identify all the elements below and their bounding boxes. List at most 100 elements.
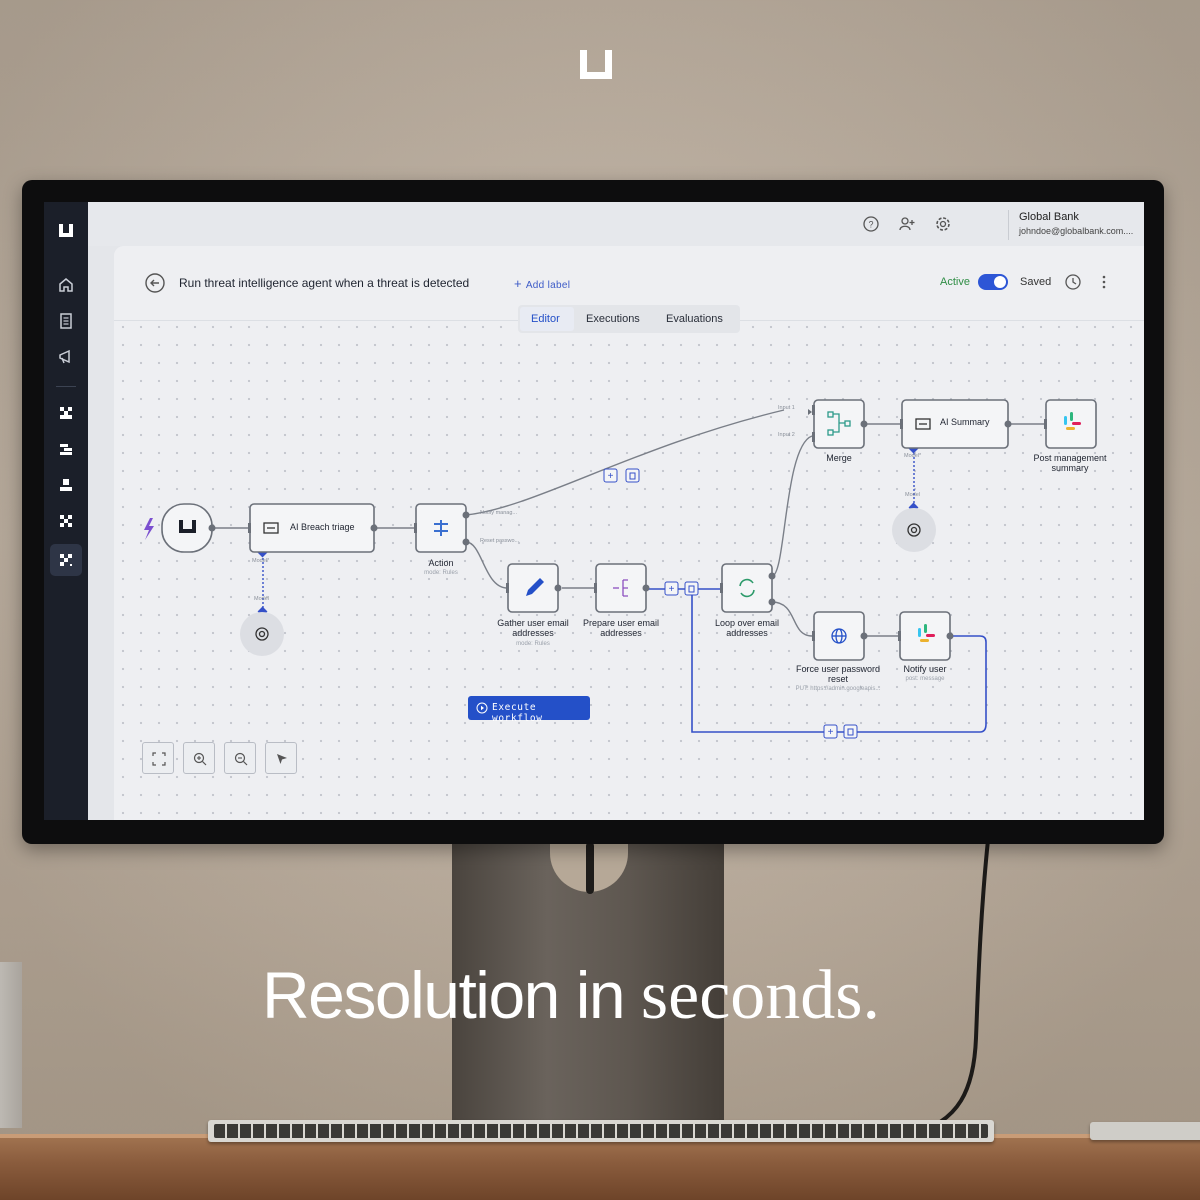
headline-sans: Resolution in [262,958,626,1032]
trackpad [1090,1122,1200,1140]
add-label-text: Add label [525,280,571,291]
model-label-1: Model* [252,558,270,564]
openai-icon [255,627,269,641]
zoom-out-button[interactable] [224,742,256,774]
steps-icon[interactable] [57,440,75,458]
svg-text:+: + [828,727,834,738]
app-logo-icon[interactable] [57,222,75,240]
slack-icon [918,624,935,642]
action-sub: mode: Rules [424,570,458,576]
add-label-button[interactable]: + Add label [514,276,570,291]
svg-text:?: ? [868,220,873,230]
notify-user-node[interactable] [899,611,951,661]
saved-status: Saved [1020,276,1052,288]
power-cable [909,839,990,1136]
account-email: johndoe@globalbank.com.... [1019,226,1134,236]
cursor-icon [277,754,287,764]
post-summary-node[interactable] [1045,399,1097,449]
side-object [0,962,22,1128]
merge-icon [827,411,851,436]
post-summary-label: Post management summary [1033,453,1107,473]
loop-icon [739,578,755,598]
monitor-cable [586,842,594,894]
workflow-title[interactable]: Run threat intelligence agent when a thr… [179,276,470,290]
active-tab-highlight [520,307,574,331]
gear-icon[interactable] [934,215,952,233]
fullscreen-icon [152,752,166,766]
model-node-2[interactable] [892,508,936,552]
switch-icon [434,520,448,536]
trigger-node[interactable] [161,503,213,553]
zoom-out-icon [234,752,248,766]
trigger-bolt-icon [144,518,154,540]
keyboard [208,1120,994,1142]
expand-icon[interactable] [57,512,75,530]
model-label-2: Model [254,596,269,602]
pixel-grid-icon[interactable] [57,404,75,422]
ai-breach-triage-label: AI Breach triage [290,522,355,532]
tab-executions[interactable]: Executions [586,313,640,325]
prepare-label: Prepare user email addresses [582,618,660,638]
split-icon [613,579,628,597]
workflow-canvas[interactable]: + + + [114,246,1144,820]
document-icon[interactable] [57,312,75,330]
loop-node[interactable] [721,563,773,613]
force-reset-sub: PUT: https://admin.googleapis... [795,686,881,692]
trigger-logo-icon [179,520,196,533]
merge-label: Merge [826,453,852,463]
action-label: Action [428,558,454,568]
svg-text:+: + [669,584,675,595]
model-label-4: Model [905,492,920,498]
plus-icon: + [514,276,526,291]
edge-controls[interactable]: + + + [603,468,858,739]
sidebar [44,202,88,820]
notify-user-sub: post: message [905,676,945,682]
add-user-icon[interactable] [898,215,916,233]
execute-workflow-label: Execute workflow [492,702,543,724]
execute-workflow-button[interactable]: Execute workflow [468,696,590,724]
gather-label: Gather user email addresses [497,618,569,638]
model-node-1[interactable] [240,612,284,656]
active-status-label: Active [940,276,970,288]
prepare-node[interactable] [595,563,647,613]
svg-text:+: + [608,471,614,482]
cursor-tool-button[interactable] [265,742,297,774]
force-reset-label: Force user password reset [795,664,881,684]
megaphone-icon[interactable] [57,348,75,366]
workflow-icon[interactable] [57,551,75,569]
app-screen: ? Global Bank johndoe@globalbank.com....… [44,202,1144,820]
help-icon[interactable]: ? [862,215,880,233]
toggle-knob [994,276,1006,288]
openai-icon [907,523,921,537]
user-icon[interactable] [57,476,75,494]
desk [0,1138,1200,1200]
more-options-icon[interactable] [1098,274,1110,290]
tab-editor[interactable]: Editor [531,313,560,325]
slack-icon [1064,412,1081,430]
active-toggle[interactable] [978,274,1008,290]
pencil-icon [526,578,544,596]
notify-user-label: Notify user [903,664,947,674]
headline-serif: seconds. [640,957,881,1034]
back-arrow-icon[interactable] [144,272,166,294]
home-icon[interactable] [57,276,75,294]
ai-agent-icon [915,418,931,430]
ai-summary-label: AI Summary [940,417,990,427]
edge-label-reset: Reset passwo... [480,538,520,544]
fit-view-button[interactable] [142,742,174,774]
gather-sub: mode: Rules [516,641,550,647]
model-label-3: Model* [904,453,922,459]
edge-label-input1: Input 1 [778,405,795,411]
edge-label-input2: Input 2 [778,432,795,438]
play-icon [476,702,488,714]
sidebar-divider [56,386,76,387]
edge-label-notify: Notify manag... [480,510,517,516]
tab-evaluations[interactable]: Evaluations [666,313,723,325]
history-icon[interactable] [1064,273,1082,291]
brand-logo-icon [580,50,612,79]
top-bar: ? Global Bank johndoe@globalbank.com.... [88,202,1144,246]
account-name[interactable]: Global Bank [1019,211,1079,223]
zoom-in-button[interactable] [183,742,215,774]
headline: Resolution in seconds. [262,956,880,1036]
globe-icon [831,628,847,644]
